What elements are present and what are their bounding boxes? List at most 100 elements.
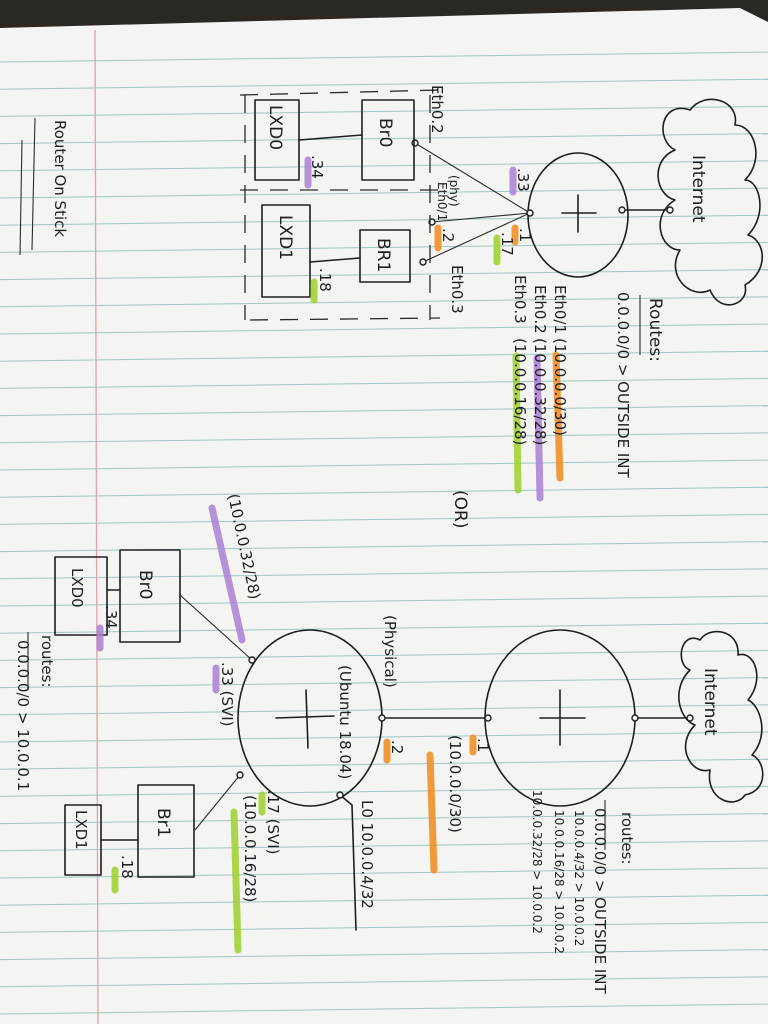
- port-dot: [686, 714, 694, 722]
- ubuntu-route-line: 0.0.0.0/0 > 10.0.0.1: [14, 640, 32, 791]
- router-plus-icon: [539, 689, 586, 746]
- interface-name: Eth0.3: [511, 275, 529, 324]
- ruled-line: [0, 894, 768, 906]
- route-line: 10.0.0.32/28 > 10.0.0.2: [530, 790, 544, 934]
- route-line: 10.0.0.16/28 > 10.0.0.2: [552, 810, 566, 954]
- route-line: 0.0.0.0/0 > OUTSIDE INT: [614, 292, 632, 479]
- ruled-line: [0, 595, 768, 607]
- ruled-line: [0, 840, 768, 852]
- port-dot: [336, 791, 344, 799]
- highlight-orange: [426, 751, 438, 874]
- internet-cloud: [678, 630, 764, 803]
- internet-label: Internet: [700, 668, 720, 736]
- paper: [0, 8, 768, 1024]
- ruled-line: [0, 949, 768, 961]
- routes-title: routes:: [618, 812, 636, 865]
- router-plus-icon: [275, 689, 335, 749]
- port-dot: [378, 714, 386, 722]
- physical-label: (Physical): [381, 615, 399, 688]
- ip-1-label: .1: [516, 228, 534, 242]
- br1-box: [359, 229, 411, 283]
- route-line: 10.0.0.4/32 > 10.0.0.2: [572, 810, 586, 946]
- underline: [19, 117, 36, 256]
- routes-title: Routes:: [645, 298, 665, 362]
- ruled-line: [0, 568, 768, 580]
- ubuntu-label: (Ubuntu 18.04): [336, 665, 354, 779]
- ruled-line: [0, 649, 768, 661]
- ip-34-label: .34: [308, 155, 326, 179]
- ruled-line: [0, 758, 768, 770]
- ip-17-label: .17: [498, 232, 516, 256]
- loopback-label: L0 10.0.0.4/32: [358, 800, 376, 909]
- ruled-line: [0, 459, 768, 471]
- margin-line: [94, 29, 99, 1024]
- highlight-green: [512, 352, 522, 494]
- ruled-line: [0, 105, 768, 117]
- ip-33-label: .33: [514, 168, 532, 192]
- internet-label: Internet: [688, 155, 708, 223]
- ruled-line: [0, 1003, 768, 1015]
- highlight-green: [230, 808, 242, 954]
- br0-label: Br0: [375, 118, 395, 147]
- ip-18-label: .18: [316, 268, 334, 292]
- interface-subnet: (10.0.0.0/30): [551, 338, 569, 436]
- ruled-line: [0, 867, 768, 879]
- phy-label: (phy): [447, 175, 461, 207]
- port-dot: [411, 139, 419, 147]
- br1-box: [137, 784, 195, 878]
- top-diagram: Internet Routes: 0.0.0.0/0 > OUTSIDE INT…: [239, 85, 763, 502]
- ruled-line: [0, 187, 768, 199]
- port-dot: [484, 714, 492, 722]
- br0-box: [119, 549, 181, 643]
- br1-label: Br1: [153, 808, 173, 837]
- br0-box: [361, 99, 415, 181]
- lxd1-label: LXD1: [72, 810, 90, 850]
- eth02-label: Eth0.2: [428, 85, 446, 134]
- ip-34-label: .34: [102, 605, 120, 629]
- vlan-dashed-boundaries: [239, 89, 441, 321]
- ip-1-label: .1: [474, 738, 492, 752]
- trunk-links: [414, 142, 531, 263]
- ruled-line: [0, 377, 768, 389]
- ruled-line: [0, 432, 768, 444]
- ip-18-label: .18: [118, 855, 136, 879]
- interface-subnet: (10.0.0.32/28): [531, 338, 549, 445]
- port-dot: [419, 258, 427, 266]
- lxd0-box: [54, 556, 108, 636]
- lxd0-label: LXD0: [68, 568, 86, 608]
- route-line: 0.0.0.0/0 > OUTSIDE INT: [591, 808, 609, 995]
- highlight-orange: [552, 351, 564, 482]
- loopback-line: [339, 794, 357, 931]
- lxd1-box: [261, 204, 311, 298]
- ruled-line: [0, 921, 768, 933]
- link: [309, 257, 361, 263]
- ip-2-label: .2: [439, 228, 457, 242]
- svi-17-label: .17 (SVI): [264, 790, 282, 855]
- or-separator: (OR): [450, 490, 470, 528]
- ruled-line: [0, 160, 768, 172]
- link: [298, 134, 363, 141]
- eth03-label: Eth0.3: [448, 265, 466, 314]
- ruled-line: [0, 704, 768, 716]
- router-on-stick-label: Router On Stick: [51, 120, 69, 237]
- lxd0-label: LXD0: [265, 105, 285, 150]
- ruled-line: [0, 133, 768, 145]
- port-dot: [526, 209, 534, 217]
- ruled-line: [0, 214, 768, 226]
- link-subnet-label: (10.0.0.0/30): [446, 735, 464, 833]
- port-dot: [666, 206, 674, 214]
- ubuntu-routes-title: routes:: [38, 635, 56, 688]
- port-dot: [618, 206, 626, 214]
- link: [179, 594, 253, 661]
- interface-subnet: (10.0.0.16/28): [511, 338, 529, 445]
- ruled-line: [0, 405, 768, 417]
- ruled-line: [0, 513, 768, 525]
- ruled-line: [0, 813, 768, 825]
- eth01-label: Eth0/1: [435, 182, 449, 221]
- link: [194, 774, 241, 831]
- ruled-line: [0, 269, 768, 281]
- ruled-line: [0, 731, 768, 743]
- port-dot: [236, 771, 244, 779]
